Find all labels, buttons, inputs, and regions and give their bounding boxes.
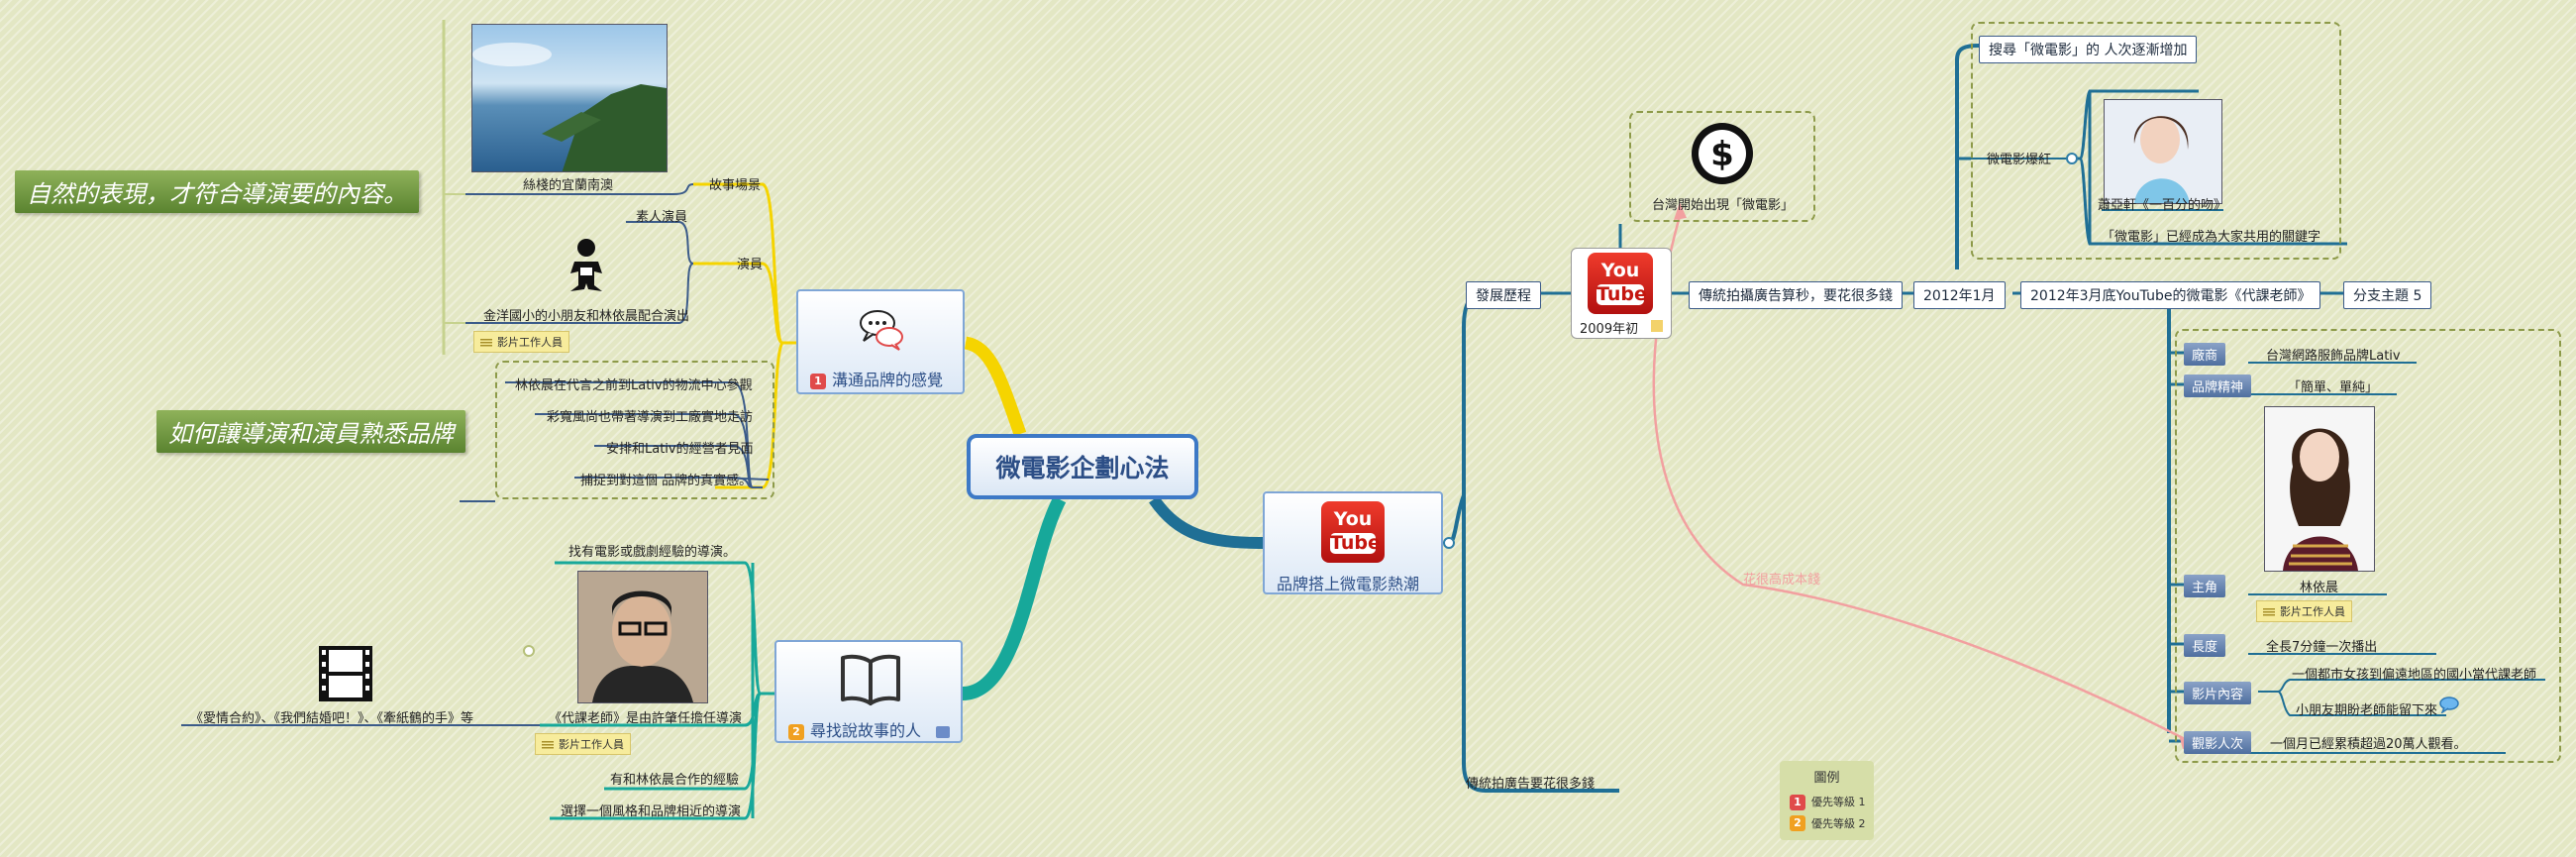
communicate-branch-link bbox=[964, 336, 1027, 437]
comment-bubble-icon[interactable] bbox=[2438, 696, 2460, 713]
steps-group-frame bbox=[495, 361, 774, 499]
detail-value-content: 一個都市女孩到偏遠地區的國小當代課老師 bbox=[2292, 668, 2537, 683]
actress-text: 蕭亞軒《一百分的吻》 bbox=[2098, 198, 2227, 213]
lead-actress-photo bbox=[2264, 406, 2375, 572]
step-4: 捕捉到對這個 品牌的真實感。 bbox=[580, 474, 753, 488]
attachment-icon bbox=[1651, 320, 1663, 332]
root-topic[interactable]: 微電影企劃心法 bbox=[967, 434, 1198, 499]
priority-2-badge: 2 bbox=[788, 723, 804, 740]
detail-value-lead: 林依晨 bbox=[2300, 581, 2339, 595]
popular-topic[interactable]: 微電影爆紅 bbox=[1987, 153, 2052, 167]
trend-branch-link bbox=[1149, 495, 1264, 549]
youtube-logo-small-icon: You Tube bbox=[1588, 253, 1653, 314]
films-collapse-dot[interactable] bbox=[523, 645, 535, 657]
find-people-branch-link bbox=[962, 495, 1067, 700]
detail-key-length[interactable]: 長度 bbox=[2184, 634, 2226, 657]
scenery-text: 絲棧的宜蘭南澳 bbox=[523, 178, 614, 193]
film-staff-note-bottom[interactable]: 影片工作人員 bbox=[535, 733, 631, 755]
trend-collapse-dot[interactable] bbox=[1443, 537, 1455, 549]
director-photo bbox=[577, 571, 708, 703]
jan2012-topic[interactable]: 2012年1月 bbox=[1913, 281, 2006, 309]
actors-topic[interactable]: 演員 bbox=[737, 258, 764, 272]
youtube-logo-icon: You Tube bbox=[1321, 501, 1385, 563]
taiwan-start-text: 台灣開始出現「微電影」 bbox=[1652, 198, 1795, 213]
root-title: 微電影企劃心法 bbox=[995, 454, 1170, 482]
legend-title: 圖例 bbox=[1813, 771, 1840, 786]
relation-arc bbox=[1652, 215, 2190, 743]
step-2: 彩寬風尚也帶著導演到工廠實地走訪 bbox=[547, 410, 754, 425]
step-3: 安排和Lativ的經營者見面 bbox=[606, 442, 754, 457]
detail-key-lead[interactable]: 主角 bbox=[2184, 575, 2226, 597]
popular-collapse-dot[interactable] bbox=[2066, 153, 2078, 164]
film-staff-note-right[interactable]: 影片工作人員 bbox=[2256, 600, 2352, 622]
note-icon bbox=[936, 725, 951, 738]
mar2012-topic[interactable]: 2012年3月底YouTube的微電影《代課老師》 bbox=[2020, 281, 2321, 309]
scenery-photo bbox=[471, 24, 668, 173]
history-topic[interactable]: 發展歷程 bbox=[1466, 281, 1541, 309]
style-text: 選擇一個風格和品牌相近的導演 bbox=[561, 804, 742, 819]
detail-key-spirit[interactable]: 品牌精神 bbox=[2184, 375, 2252, 397]
traditional-ad-topic[interactable]: 傳統拍攝廣告算秒，要花很多錢 bbox=[1689, 281, 1903, 309]
amateur-actors-topic[interactable]: 素人演員 bbox=[636, 210, 688, 225]
keyword-text: 「微電影」已經成為大家共用的關鍵字 bbox=[2102, 230, 2321, 245]
branch-find-people[interactable]: 2 尋找說故事的人 bbox=[774, 640, 963, 743]
label-familiar-brand: 如何讓導演和演員熟悉品牌 bbox=[156, 410, 465, 453]
search-growth-topic[interactable]: 搜尋「微電影」的 人次逐漸增加 bbox=[1979, 36, 2198, 63]
svg-text:$: $ bbox=[1710, 135, 1734, 174]
branch-communicate[interactable]: 1 溝通品牌的感覺 bbox=[796, 289, 965, 394]
relation-label[interactable]: 花很高成本錢 bbox=[1743, 573, 1821, 588]
experience-text: 有和林依晨合作的經驗 bbox=[610, 773, 740, 788]
taiwan-start-group-frame bbox=[1629, 111, 1815, 222]
branch-trend[interactable]: You Tube 品牌搭上微電影熱潮 bbox=[1263, 491, 1443, 594]
bottom-traditional-topic[interactable]: 傳統拍廣告要花很多錢 bbox=[1466, 777, 1596, 792]
dollar-coin-icon: $ bbox=[1692, 123, 1753, 184]
detail-key-content[interactable]: 影片內容 bbox=[2184, 682, 2252, 704]
detail-value-length: 全長7分鐘一次播出 bbox=[2266, 640, 2378, 655]
early2009-topic[interactable]: You Tube 2009年初 bbox=[1571, 248, 1672, 339]
details-group-frame bbox=[2175, 329, 2561, 763]
priority-1-badge: 1 bbox=[810, 373, 826, 389]
subtopic5[interactable]: 分支主題 5 bbox=[2343, 281, 2432, 309]
chat-bubbles-icon bbox=[860, 310, 903, 351]
detail-value-views: 一個月已經累積超過20萬人觀看。 bbox=[2270, 737, 2467, 752]
popular-group-frame bbox=[1971, 22, 2341, 260]
story-scene-topic[interactable]: 故事場景 bbox=[709, 178, 762, 193]
branch-communicate-label: 溝通品牌的感覺 bbox=[832, 371, 944, 389]
detail-value-vendor: 台灣網路服飾品牌Lativ bbox=[2266, 349, 2401, 364]
film-strip-icon bbox=[319, 646, 372, 701]
need-director-text: 找有電影或戲劇經驗的導演。 bbox=[568, 545, 737, 560]
detail-value-spirit: 「簡單、單純」 bbox=[2288, 380, 2379, 395]
baby-icon bbox=[570, 239, 602, 291]
detail-key-views[interactable]: 觀影人次 bbox=[2184, 731, 2252, 754]
films-text: 《愛情合約》、《我們結婚吧！》、《牽紙鶴的手》等 bbox=[190, 711, 474, 726]
kid-actors-text: 金洋國小的小朋友和林依晨配合演出 bbox=[483, 309, 690, 324]
director-text: 《代課老師》是由許肇任擔任導演 bbox=[549, 711, 743, 726]
kids-line-text: 小朋友期盼老師能留下來 bbox=[2296, 703, 2438, 718]
film-staff-note-top[interactable]: 影片工作人員 bbox=[473, 331, 569, 353]
label-natural-performance: 自然的表現，才符合導演要的內容。 bbox=[15, 170, 419, 213]
step-1: 林依晨在代言之前到Lativ的物流中心參觀 bbox=[515, 378, 753, 393]
branch-trend-label: 品牌搭上微電影熱潮 bbox=[1277, 575, 1420, 593]
open-book-icon bbox=[841, 654, 900, 705]
actress-photo bbox=[2104, 99, 2222, 204]
branch-find-people-label: 尋找說故事的人 bbox=[810, 721, 922, 740]
detail-key-vendor[interactable]: 廠商 bbox=[2184, 343, 2226, 366]
